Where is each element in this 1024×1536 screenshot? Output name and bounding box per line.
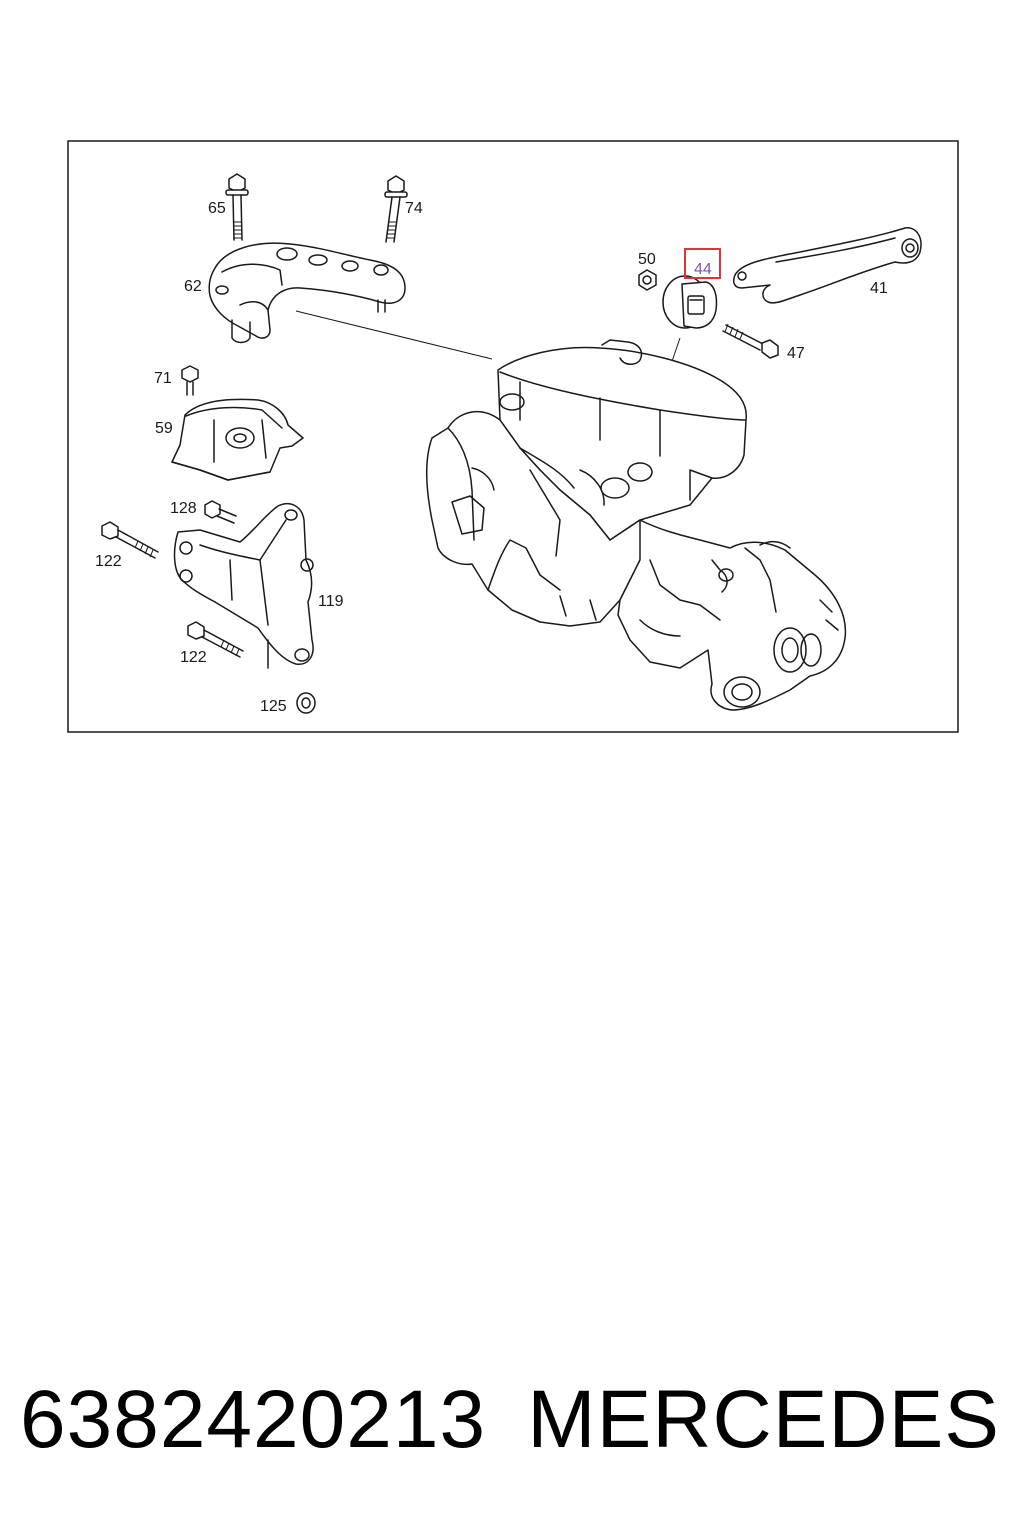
bracket-119-drawing [173, 502, 314, 669]
bolt-47-drawing [722, 323, 779, 359]
brand-name: MERCEDES [527, 1374, 1000, 1465]
parts-diagram: 65 74 62 50 44 [67, 140, 959, 733]
callout-122-upper: 122 [95, 553, 122, 570]
engine-mount-44-drawing [662, 275, 718, 377]
leader-62 [295, 310, 493, 360]
torque-arm-41-drawing [732, 227, 922, 304]
callout-71: 71 [154, 370, 172, 387]
washer-125-drawing [296, 692, 316, 714]
callout-44: 44 [694, 261, 712, 278]
bolt-128-drawing [204, 500, 237, 524]
callout-41: 41 [870, 280, 888, 297]
callout-62: 62 [184, 278, 202, 295]
highlight-box-44 [684, 248, 721, 279]
bolt-122-upper-drawing [101, 521, 159, 559]
caption-bar: 6382420213 MERCEDES [0, 1365, 1024, 1475]
bolt-74-drawing [384, 175, 408, 243]
crossmember-62-drawing [208, 242, 406, 344]
bolt-65-drawing [225, 173, 249, 241]
mount-59-drawing [171, 398, 304, 481]
callout-59: 59 [155, 420, 173, 437]
callout-47: 47 [787, 345, 805, 362]
nut-50-drawing [638, 269, 657, 291]
callout-50: 50 [638, 251, 656, 268]
callout-119: 119 [318, 593, 344, 610]
bolt-122-lower-drawing [187, 621, 244, 658]
callout-65: 65 [208, 200, 226, 217]
engine-gearbox-drawing [426, 339, 847, 711]
part-number: 6382420213 [20, 1374, 487, 1465]
callout-74: 74 [405, 200, 423, 217]
callout-122-lower: 122 [180, 649, 207, 666]
callout-128: 128 [170, 500, 197, 517]
callout-125: 125 [260, 698, 287, 715]
bolt-71-drawing [181, 365, 199, 396]
